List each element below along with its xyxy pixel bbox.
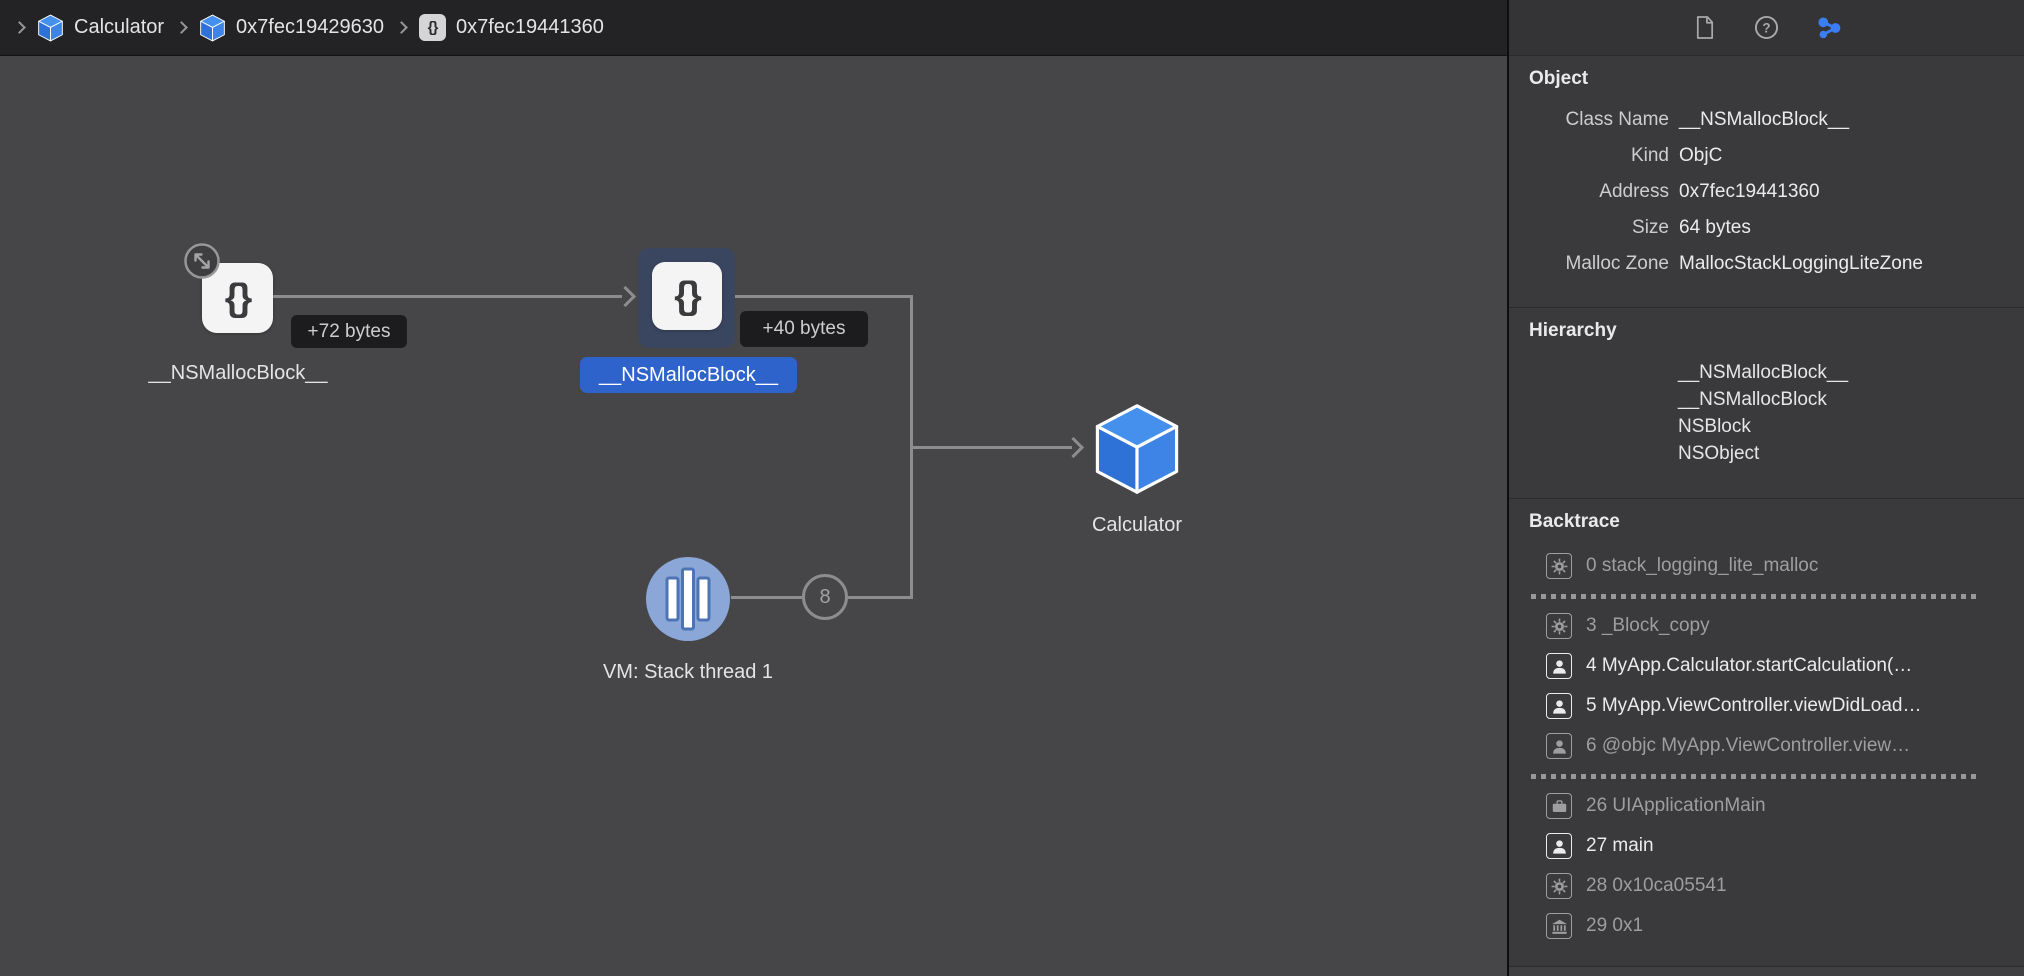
breadcrumb-label: 0x7fec19429630 (236, 16, 384, 38)
node-vm-stack[interactable] (646, 557, 730, 641)
inspector-toolbar: ? (1509, 0, 2024, 56)
object-section-title: Object (1529, 68, 1589, 89)
cube-icon (38, 14, 63, 41)
field-label: Malloc Zone (1565, 253, 1670, 274)
file-inspector-icon[interactable] (1692, 15, 1718, 41)
frame-label: 0 stack_logging_lite_malloc (1586, 555, 1819, 576)
breadcrumb-item-address-2[interactable]: {} 0x7fec19441360 (418, 14, 604, 41)
person-icon (1546, 653, 1572, 679)
field-label: Kind (1630, 145, 1669, 166)
backtrace-frame[interactable]: 0 stack_logging_lite_malloc (1546, 546, 2008, 586)
memory-graph-main-area: Calculator 0x7fec19429630 {} 0x7fec19441… (0, 0, 1507, 976)
gear-icon (1546, 613, 1572, 639)
collapsed-frames-separator (1531, 773, 1980, 779)
node-label-vm-stack: VM: Stack thread 1 (602, 661, 774, 683)
chevron-right-icon (395, 21, 408, 34)
breadcrumb-item-address-1[interactable]: 0x7fec19429630 (199, 14, 384, 42)
address-value: 0x7fec19441360 (1679, 181, 1820, 202)
breadcrumb-label: Calculator (74, 16, 165, 38)
frame-label: 28 0x10ca05541 (1586, 875, 1727, 896)
hierarchy-section: Hierarchy __NSMallocBlock__ __NSMallocBl… (1509, 308, 2024, 499)
edge-vm-to-count (731, 596, 802, 599)
quick-help-inspector-icon[interactable]: ? (1754, 15, 1780, 41)
frame-label: 29 0x1 (1586, 915, 1644, 936)
memory-graph-canvas[interactable]: {} __NSMallocBlock__ +72 bytes {} +40 by… (0, 56, 1507, 976)
field-label: Size (1632, 217, 1669, 238)
svg-text:?: ? (1762, 21, 1770, 36)
backtrace-section-title: Backtrace (1529, 511, 1620, 532)
kind-value: ObjC (1679, 145, 1723, 166)
hierarchy-section-title: Hierarchy (1529, 320, 1617, 341)
hierarchy-item: NSBlock (1678, 416, 1751, 437)
frame-label: 26 UIApplicationMain (1586, 795, 1766, 816)
node-calculator-cube[interactable] (1092, 402, 1182, 496)
hierarchy-item: NSObject (1678, 443, 1760, 464)
frame-label: 4 MyApp.Calculator.startCalculation(… (1586, 655, 1913, 676)
node-malloc-block-selected[interactable]: {} (652, 262, 722, 330)
person-icon (1546, 693, 1572, 719)
braces-glyph: {} (224, 276, 253, 319)
panel-divider (1507, 0, 1509, 976)
briefcase-icon (1546, 793, 1572, 819)
reference-count-value: 8 (819, 585, 831, 608)
field-label: Class Name (1565, 109, 1669, 130)
hierarchy-item: __NSMallocBlock (1678, 389, 1827, 410)
edge-left-to-selected (273, 295, 622, 298)
cube-icon (200, 14, 225, 41)
gear-icon (1546, 553, 1572, 579)
expand-node-icon[interactable] (183, 242, 221, 280)
backtrace-frame[interactable]: 3 _Block_copy (1546, 606, 2008, 646)
backtrace-frame[interactable]: 5 MyApp.ViewController.viewDidLoad… (1546, 686, 2008, 726)
node-malloc-block-left[interactable]: {} (202, 263, 273, 333)
inspector-panel: ? Object Class Name __NSMallocBlock__ Ki… (1509, 0, 2024, 976)
memory-graph-inspector-icon[interactable] (1816, 15, 1842, 41)
class-name-value: __NSMallocBlock__ (1679, 109, 1850, 130)
backtrace-frame[interactable]: 6 @objc MyApp.ViewController.view… (1546, 726, 2008, 766)
person-icon (1546, 833, 1572, 859)
arrowhead-icon (1062, 436, 1085, 459)
bytes-badge: +72 bytes (291, 315, 407, 348)
node-label-malloc-block-selected[interactable]: __NSMallocBlock__ (580, 357, 797, 393)
backtrace-frame[interactable]: 28 0x10ca05541 (1546, 866, 2008, 906)
node-label-malloc-block-left: __NSMallocBlock__ (148, 362, 328, 384)
frame-label: 5 MyApp.ViewController.viewDidLoad… (1586, 695, 1922, 716)
field-label: Address (1599, 181, 1669, 202)
malloc-zone-value: MallocStackLoggingLiteZone (1679, 253, 1923, 274)
edge-to-calculator (912, 446, 1072, 449)
collapsed-frames-separator (1531, 593, 1980, 599)
frame-label: 27 main (1586, 835, 1654, 856)
backtrace-frame[interactable]: 4 MyApp.Calculator.startCalculation(… (1546, 646, 2008, 686)
stack-bars-icon (665, 567, 711, 631)
reference-count-badge[interactable]: 8 (802, 574, 848, 620)
block-braces-icon: {} (418, 14, 446, 41)
frame-label: 3 _Block_copy (1586, 615, 1710, 636)
size-value: 64 bytes (1679, 217, 1751, 238)
frame-label: 6 @objc MyApp.ViewController.view… (1586, 735, 1911, 756)
backtrace-frame[interactable]: 26 UIApplicationMain (1546, 786, 2008, 826)
gear-icon (1546, 873, 1572, 899)
person-icon (1546, 733, 1572, 759)
chevron-right-icon (13, 21, 26, 34)
edge-vertical-trunk (910, 295, 913, 599)
edge-count-to-trunk (848, 596, 912, 599)
hierarchy-item: __NSMallocBlock__ (1678, 362, 1849, 383)
braces-glyph: {} (674, 274, 702, 317)
inspector-bottom-bar (1509, 966, 2024, 976)
bank-icon (1546, 913, 1572, 939)
breadcrumb-label: 0x7fec19441360 (455, 16, 604, 38)
backtrace-section: Backtrace 0 stack_logging_lite_malloc 3 … (1509, 499, 2024, 954)
chevron-right-icon (175, 21, 188, 34)
breadcrumb-item-calculator[interactable]: Calculator (37, 14, 164, 42)
backtrace-frame[interactable]: 27 main (1546, 826, 2008, 866)
backtrace-frame[interactable]: 29 0x1 (1546, 906, 2008, 946)
breadcrumb: Calculator 0x7fec19429630 {} 0x7fec19441… (0, 0, 1507, 56)
arrowhead-icon (614, 285, 637, 308)
bytes-badge: +40 bytes (740, 311, 868, 347)
object-section: Object Class Name __NSMallocBlock__ Kind… (1509, 56, 2024, 308)
node-label-calculator: Calculator (1091, 514, 1183, 536)
edge-selected-out (734, 295, 911, 298)
